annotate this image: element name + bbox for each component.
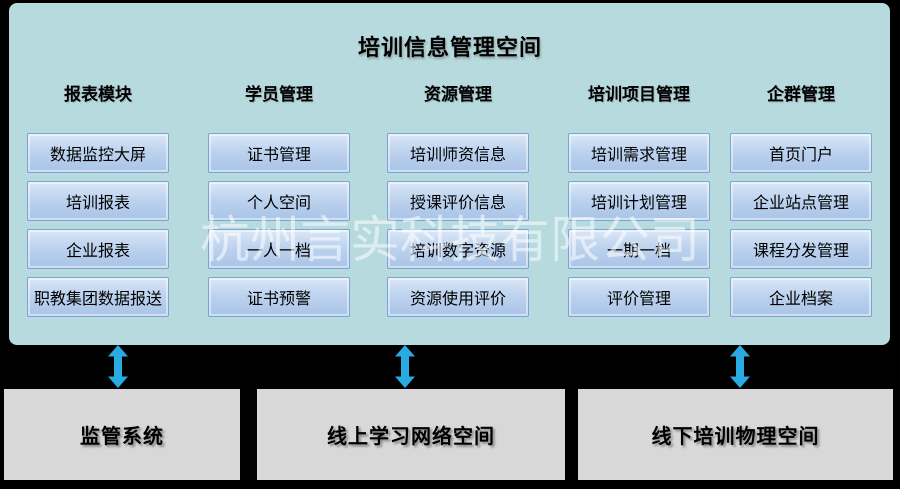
module-box: 职教集团数据报送 <box>27 277 169 317</box>
module-box: 一人一档 <box>208 229 350 269</box>
module-box: 首页门户 <box>730 133 872 173</box>
module-box: 证书管理 <box>208 133 350 173</box>
module-column-reports: 报表模块 数据监控大屏 培训报表 企业报表 职教集团数据报送 <box>27 82 169 325</box>
module-box: 企业报表 <box>27 229 169 269</box>
column-header: 培训项目管理 <box>588 85 690 104</box>
page-title: 培训信息管理空间 <box>357 35 542 60</box>
system-box-online-learning-space: 线上学习网络空间 <box>257 389 565 480</box>
module-box: 企业站点管理 <box>730 181 872 221</box>
module-box: 资源使用评价 <box>387 277 529 317</box>
module-box: 企业档案 <box>730 277 872 317</box>
module-box: 培训数字资源 <box>387 229 529 269</box>
module-box: 一期一档 <box>568 229 710 269</box>
module-box: 授课评价信息 <box>387 181 529 221</box>
module-column-resources: 资源管理 培训师资信息 授课评价信息 培训数字资源 资源使用评价 <box>387 82 529 325</box>
column-header: 资源管理 <box>424 85 492 104</box>
double-arrow-icon <box>107 345 129 388</box>
column-header: 企群管理 <box>767 85 835 104</box>
module-box: 培训需求管理 <box>568 133 710 173</box>
double-arrow-icon <box>729 345 751 388</box>
module-box: 证书预警 <box>208 277 350 317</box>
module-column-projects: 培训项目管理 培训需求管理 培训计划管理 一期一档 评价管理 <box>568 82 710 325</box>
system-box-offline-training-space: 线下培训物理空间 <box>578 389 893 480</box>
double-arrow-icon <box>394 345 416 388</box>
column-header: 学员管理 <box>245 85 313 104</box>
module-box: 评价管理 <box>568 277 710 317</box>
module-box: 数据监控大屏 <box>27 133 169 173</box>
system-box-supervision: 监管系统 <box>4 389 240 480</box>
module-box: 培训报表 <box>27 181 169 221</box>
module-box: 课程分发管理 <box>730 229 872 269</box>
module-column-students: 学员管理 证书管理 个人空间 一人一档 证书预警 <box>208 82 350 325</box>
module-box: 培训师资信息 <box>387 133 529 173</box>
module-column-enterprise: 企群管理 首页门户 企业站点管理 课程分发管理 企业档案 <box>730 82 872 325</box>
module-box: 培训计划管理 <box>568 181 710 221</box>
column-header: 报表模块 <box>64 85 132 104</box>
module-box: 个人空间 <box>208 181 350 221</box>
